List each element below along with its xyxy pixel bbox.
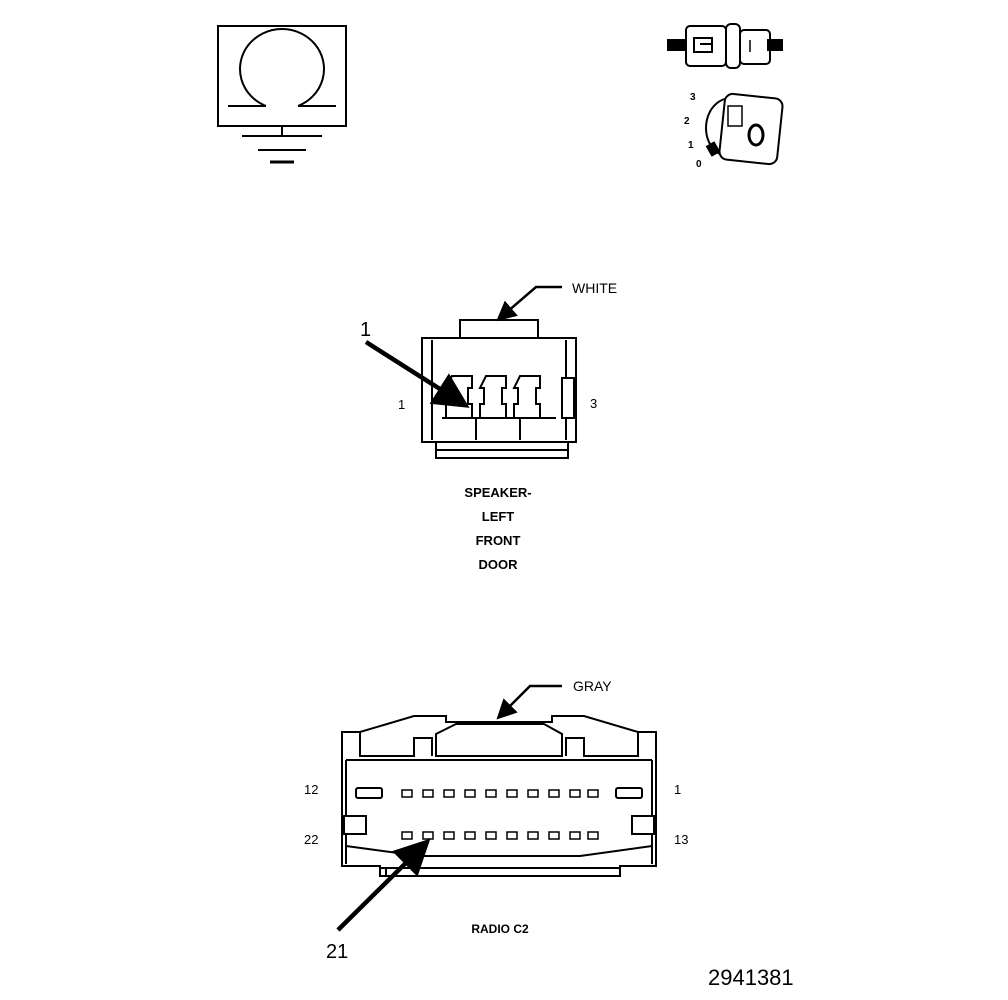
- pin-label-top-left: 12: [304, 782, 318, 797]
- speaker-connector: [421, 319, 577, 459]
- key-position-3: 3: [690, 92, 696, 103]
- radio-connector: [341, 715, 657, 877]
- radio-pin-row-top: [401, 789, 599, 798]
- figure-number: 2941381: [708, 965, 794, 990]
- connector-color-label: WHITE: [572, 280, 617, 296]
- pin-label-right: 3: [590, 396, 597, 411]
- key-position-2: 2: [684, 116, 690, 127]
- color-callout-gray: GRAY: [496, 678, 612, 720]
- callout-number: 1: [360, 319, 371, 341]
- connector-plug-icon: [667, 23, 783, 69]
- pin-label-bottom-left: 22: [304, 832, 318, 847]
- radio-pin-row-bottom: [401, 831, 599, 840]
- color-callout-white: WHITE: [496, 280, 617, 322]
- key-position-0: 0: [696, 159, 702, 170]
- pin-label-bottom-right: 13: [674, 832, 688, 847]
- connector-name-line: FRONT: [476, 533, 521, 548]
- connector-name-line: DOOR: [479, 557, 519, 572]
- connector-name: RADIO C2: [471, 922, 529, 936]
- pin-label-top-right: 1: [674, 782, 681, 797]
- pin-callout-21: 21: [326, 838, 431, 963]
- connector-name-line: LEFT: [482, 509, 515, 524]
- callout-number: 21: [326, 941, 348, 963]
- connector-name-line: SPEAKER-: [464, 485, 531, 500]
- connector-color-label: GRAY: [573, 678, 612, 694]
- pin-callout-1: 1: [360, 319, 470, 408]
- pin-label-left: 1: [398, 397, 405, 412]
- key-position-1: 1: [688, 140, 694, 151]
- connector-name: SPEAKER- LEFT FRONT DOOR: [464, 485, 531, 572]
- ignition-key-icon: 3 2 1 0: [684, 92, 784, 170]
- ground-symbol-icon: [217, 25, 347, 164]
